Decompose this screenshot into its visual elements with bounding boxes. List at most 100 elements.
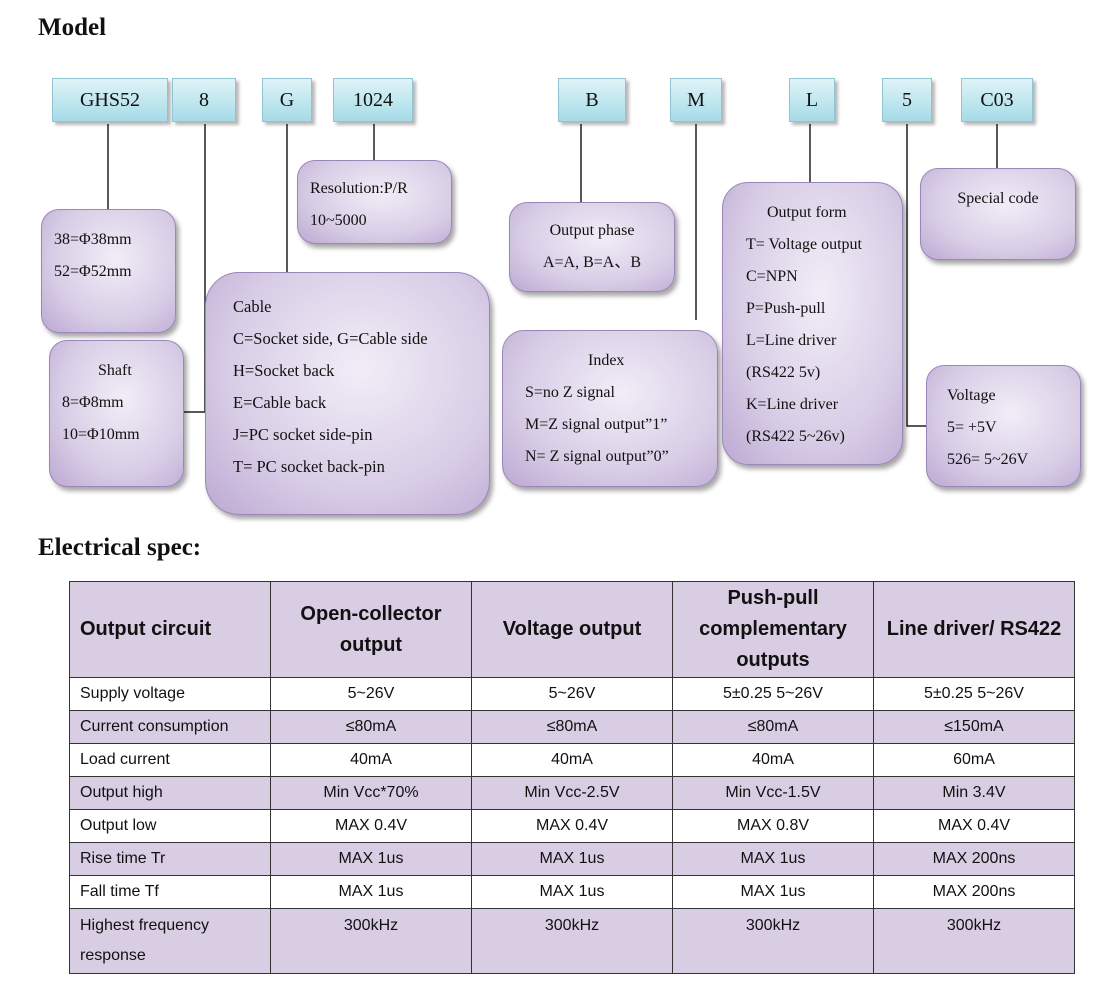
- row-label: Load current: [69, 743, 271, 777]
- table-cell: MAX 1us: [471, 842, 673, 876]
- cable-heading: Cable: [233, 297, 272, 316]
- diameter-line: 52=Φ52mm: [54, 263, 132, 280]
- voltage-heading: Voltage: [947, 387, 996, 404]
- row-label: Rise time Tr: [69, 842, 271, 876]
- output-phase-line: A=A, B=A、B: [542, 254, 642, 271]
- code-output-phase: B: [558, 78, 626, 122]
- row-label: Highest frequency response: [69, 908, 271, 974]
- index-line: S=no Z signal: [525, 384, 615, 401]
- index-heading: Index: [588, 352, 625, 369]
- table-cell: 5~26V: [270, 677, 472, 711]
- column-header: Open-collector output: [270, 581, 472, 678]
- table-cell: 40mA: [270, 743, 472, 777]
- special-code-box: Special code: [920, 168, 1076, 260]
- table-cell: 300kHz: [873, 908, 1075, 974]
- table-header-row: Output circuit Open-collector output Vol…: [69, 581, 1075, 678]
- table-cell: ≤150mA: [873, 710, 1075, 744]
- shaft-box: Shaft 8=Φ8mm 10=Φ10mm: [49, 340, 184, 487]
- table-cell: MAX 0.8V: [672, 809, 874, 843]
- index-box: Index S=no Z signal M=Z signal output”1”…: [502, 330, 718, 487]
- code-cable: G: [262, 78, 312, 122]
- column-header: Line driver/ RS422: [873, 581, 1075, 678]
- table-cell: ≤80mA: [270, 710, 472, 744]
- shaft-heading: Shaft: [98, 362, 132, 379]
- cable-line: J=PC socket side-pin: [233, 425, 373, 444]
- table-row: Rise time Tr MAX 1us MAX 1us MAX 1us MAX…: [69, 842, 1075, 876]
- table-row: Highest frequency response 300kHz 300kHz…: [69, 908, 1075, 974]
- table-cell: MAX 1us: [672, 875, 874, 909]
- table-cell: Min Vcc-1.5V: [672, 776, 874, 810]
- table-cell: MAX 0.4V: [471, 809, 673, 843]
- table-row: Output low MAX 0.4V MAX 0.4V MAX 0.8V MA…: [69, 809, 1075, 843]
- shaft-line: 8=Φ8mm: [62, 394, 124, 411]
- output-form-line: C=NPN: [746, 268, 798, 285]
- table-cell: 40mA: [471, 743, 673, 777]
- electrical-spec-heading: Electrical spec:: [38, 534, 202, 561]
- code-shaft: 8: [172, 78, 236, 122]
- diameter-box: 38=Φ38mm 52=Φ52mm: [41, 209, 176, 333]
- code-voltage: 5: [882, 78, 932, 122]
- table-cell: 300kHz: [672, 908, 874, 974]
- code-model: GHS52: [52, 78, 168, 122]
- table-row: Output high Min Vcc*70% Min Vcc-2.5V Min…: [69, 776, 1075, 810]
- table-cell: MAX 200ns: [873, 842, 1075, 876]
- output-form-line: L=Line driver: [746, 332, 837, 349]
- cable-line: C=Socket side, G=Cable side: [233, 329, 428, 348]
- table-row: Current consumption ≤80mA ≤80mA ≤80mA ≤1…: [69, 710, 1075, 744]
- table-row: Fall time Tf MAX 1us MAX 1us MAX 1us MAX…: [69, 875, 1075, 909]
- code-index: M: [670, 78, 722, 122]
- output-form-line: (RS422 5v): [746, 364, 821, 381]
- resolution-box: Resolution:P/R 10~5000: [297, 160, 452, 244]
- table-cell: 40mA: [672, 743, 874, 777]
- table-cell: Min Vcc*70%: [270, 776, 472, 810]
- cable-box: Cable C=Socket side, G=Cable side H=Sock…: [205, 272, 490, 515]
- table-cell: MAX 200ns: [873, 875, 1075, 909]
- code-output-form: L: [789, 78, 835, 122]
- table-cell: 5~26V: [471, 677, 673, 711]
- table-cell: 300kHz: [471, 908, 673, 974]
- output-form-heading: Output form: [767, 204, 847, 221]
- output-form-box: Output form T= Voltage output C=NPN P=Pu…: [722, 182, 903, 465]
- output-form-line: (RS422 5~26v): [746, 428, 845, 445]
- output-form-line: T= Voltage output: [746, 236, 862, 253]
- row-label: Supply voltage: [69, 677, 271, 711]
- table-cell: MAX 1us: [270, 875, 472, 909]
- output-phase-box: Output phase A=A, B=A、B: [509, 202, 675, 292]
- table-cell: Min 3.4V: [873, 776, 1075, 810]
- table-cell: ≤80mA: [672, 710, 874, 744]
- resolution-heading: Resolution:P/R: [310, 180, 408, 197]
- output-phase-heading: Output phase: [549, 222, 635, 239]
- model-heading: Model: [38, 14, 107, 41]
- voltage-line: 526= 5~26V: [947, 451, 1029, 468]
- electrical-spec-table: Output circuit Open-collector output Vol…: [69, 581, 1075, 974]
- table-cell: MAX 1us: [270, 842, 472, 876]
- table-cell: ≤80mA: [471, 710, 673, 744]
- column-header: Voltage output: [471, 581, 673, 678]
- cable-line: T= PC socket back-pin: [233, 457, 385, 476]
- shaft-line: 10=Φ10mm: [62, 426, 140, 443]
- diameter-line: 38=Φ38mm: [54, 231, 132, 248]
- code-resolution: 1024: [333, 78, 413, 122]
- column-header: Output circuit: [69, 581, 271, 678]
- table-cell: MAX 0.4V: [873, 809, 1075, 843]
- table-cell: 5±0.25 5~26V: [873, 677, 1075, 711]
- table-cell: Min Vcc-2.5V: [471, 776, 673, 810]
- output-form-line: P=Push-pull: [746, 300, 826, 317]
- table-cell: 60mA: [873, 743, 1075, 777]
- output-form-line: K=Line driver: [746, 396, 839, 413]
- special-code-label: Special code: [957, 190, 1039, 207]
- cable-line: E=Cable back: [233, 393, 327, 412]
- resolution-range: 10~5000: [310, 212, 367, 229]
- table-cell: MAX 1us: [672, 842, 874, 876]
- table-cell: MAX 1us: [471, 875, 673, 909]
- table-cell: 5±0.25 5~26V: [672, 677, 874, 711]
- table-row: Load current 40mA 40mA 40mA 60mA: [69, 743, 1075, 777]
- row-label: Fall time Tf: [69, 875, 271, 909]
- column-header: Push-pull complementary outputs: [672, 581, 874, 678]
- table-cell: 300kHz: [270, 908, 472, 974]
- cable-line: H=Socket back: [233, 361, 335, 380]
- table-row: Supply voltage 5~26V 5~26V 5±0.25 5~26V …: [69, 677, 1075, 711]
- row-label: Current consumption: [69, 710, 271, 744]
- table-cell: MAX 0.4V: [270, 809, 472, 843]
- row-label: Output low: [69, 809, 271, 843]
